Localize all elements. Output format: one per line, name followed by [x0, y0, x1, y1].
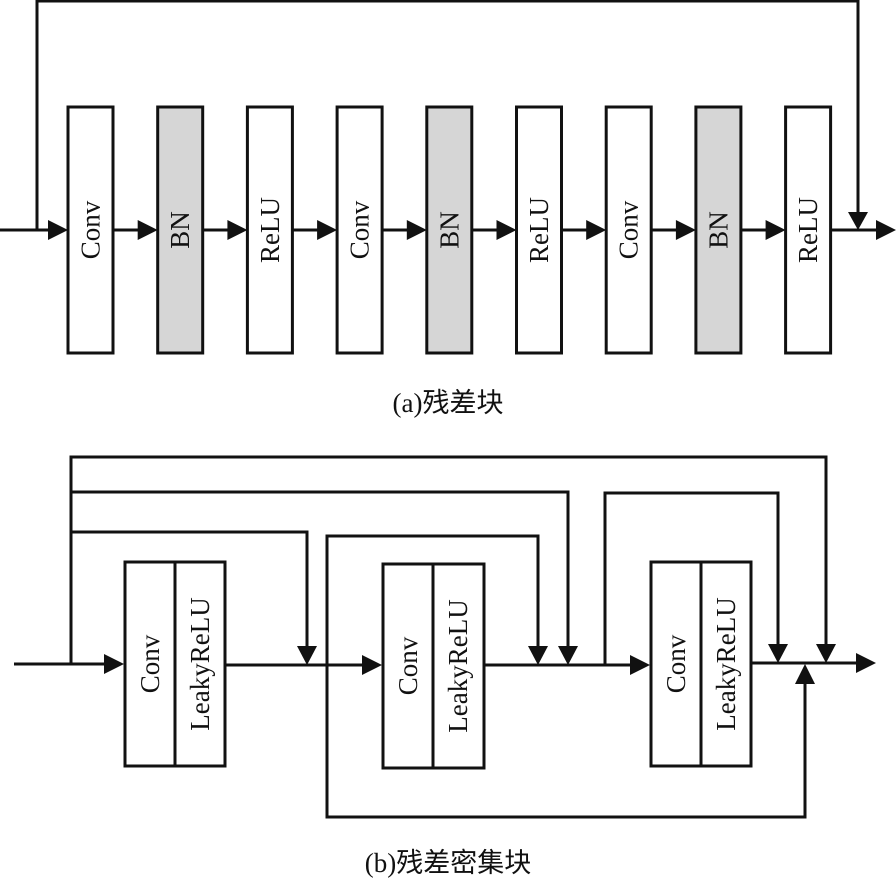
- conv-block: [604, 105, 653, 355]
- leaky-relu-label: LeakyReLU: [711, 597, 741, 730]
- bn-label: BN: [703, 211, 733, 249]
- bn-label: BN: [434, 211, 464, 249]
- bn-block: [694, 105, 743, 355]
- conv-label: Conv: [614, 200, 644, 259]
- bn-block: [425, 105, 474, 355]
- conv-label: Conv: [345, 200, 375, 259]
- relu-block: [515, 105, 563, 355]
- conv-label: Conv: [135, 634, 165, 693]
- conv-box: [649, 560, 703, 768]
- relu-block: [245, 105, 294, 355]
- panel-b-residual-dense-block: Conv LeakyReLU Conv LeakyReLU Conv Leaky…: [14, 455, 876, 878]
- relu-block: [784, 105, 833, 355]
- arrow-head: [406, 220, 427, 240]
- arrow-head: [630, 655, 650, 675]
- arrow-head: [137, 220, 158, 240]
- arrow-head: [297, 646, 317, 665]
- dense-link-unit2-to-merge2: [325, 534, 540, 665]
- arrow-head: [765, 220, 786, 240]
- dense-link-input-to-merge2: [69, 490, 570, 650]
- relu-label: ReLU: [255, 197, 285, 263]
- arrow-head: [528, 646, 548, 665]
- conv-block: [335, 105, 384, 355]
- relu-label: ReLU: [524, 197, 554, 263]
- conv-label: Conv: [76, 200, 106, 259]
- arrow-head: [48, 220, 68, 240]
- arrow-head: [104, 654, 124, 674]
- relu-label: ReLU: [793, 197, 823, 263]
- unit-2: Conv LeakyReLU: [381, 562, 486, 770]
- bn-block: [156, 105, 205, 355]
- arrow-head: [227, 220, 248, 240]
- bn-label: BN: [165, 211, 195, 249]
- arrow-head: [816, 644, 836, 663]
- leaky-relu-box: [173, 560, 227, 768]
- leaky-relu-label: LeakyReLU: [185, 597, 215, 730]
- conv-label: Conv: [393, 636, 423, 695]
- leaky-relu-label: LeakyReLU: [443, 599, 473, 732]
- dense-link-input-to-merge1: [69, 530, 309, 664]
- panel-a-residual-block: Conv BN ReLU Conv BN ReLU Conv BN ReLU (a)残差块: [0, 0, 896, 418]
- skip-connection-line: [35, 0, 860, 230]
- skip-arrow-head: [848, 212, 868, 230]
- caption-b: (b)残差密集块: [365, 848, 531, 878]
- leaky-relu-box: [431, 562, 486, 770]
- arrow-head: [795, 664, 815, 684]
- conv-block: [66, 105, 115, 355]
- conv-box: [381, 562, 435, 770]
- unit-3: Conv LeakyReLU: [649, 560, 753, 768]
- arrow-head: [675, 220, 696, 240]
- dense-link-unit3-to-output: [603, 491, 780, 665]
- dense-link-input-to-output: [69, 455, 828, 648]
- conv-box: [123, 560, 177, 768]
- unit-1: Conv LeakyReLU: [123, 560, 227, 768]
- arrow-head: [768, 644, 788, 663]
- arrow-head: [317, 220, 338, 240]
- arrow-head: [496, 220, 517, 240]
- arrow-head: [558, 646, 578, 665]
- dense-link-unit2-to-output: [325, 665, 807, 819]
- arrow-head: [586, 220, 607, 240]
- output-arrow-head: [876, 220, 896, 240]
- conv-label: Conv: [661, 634, 691, 693]
- arrow-head: [362, 655, 382, 675]
- output-arrow-head: [856, 653, 876, 673]
- caption-a: (a)残差块: [393, 388, 504, 418]
